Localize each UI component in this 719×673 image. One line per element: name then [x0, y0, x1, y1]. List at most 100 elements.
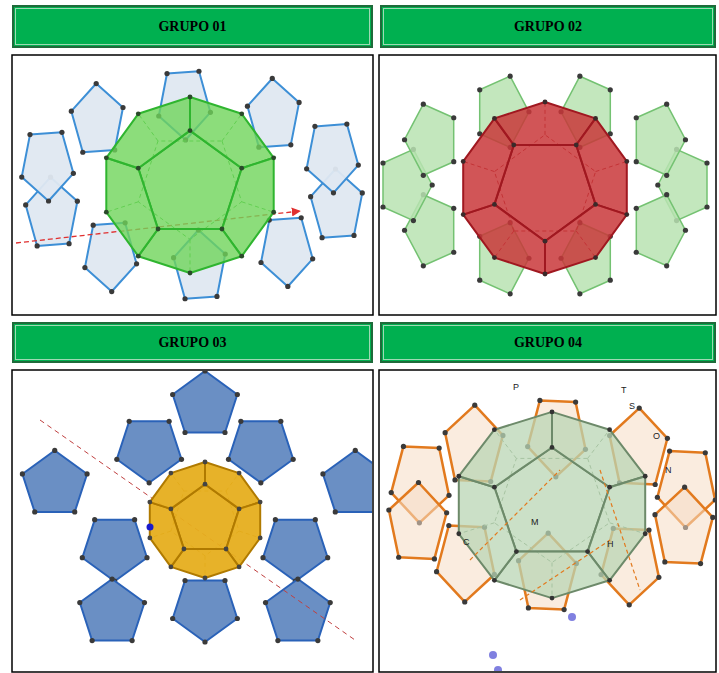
hidden-edge — [470, 470, 560, 560]
axis-line — [40, 420, 355, 640]
net-face — [389, 483, 447, 559]
net-face — [636, 195, 685, 266]
net-face — [229, 421, 294, 483]
vertex-dot — [443, 430, 448, 435]
vertex-dot — [607, 485, 612, 490]
group-title: GRUPO 04 — [514, 335, 582, 351]
vertex-dot — [91, 223, 96, 228]
vertex-dot — [550, 445, 555, 450]
vertex-dot — [325, 555, 330, 560]
vertex-dot — [142, 600, 147, 605]
vertex-dot — [396, 555, 401, 560]
vertex-dot — [295, 576, 300, 581]
vertex-dot — [577, 74, 582, 79]
vertex-dot — [430, 182, 435, 187]
vertex-dot — [147, 536, 152, 541]
vertex-dot — [421, 173, 426, 178]
vertex-dot — [69, 109, 74, 114]
vertex-dot — [489, 651, 497, 659]
vertex-dot — [585, 549, 590, 554]
point-label: P — [512, 383, 520, 392]
vertex-dot — [492, 578, 497, 583]
dodecahedron-face — [190, 97, 274, 168]
dodecahedron-face — [150, 462, 205, 509]
vertex-dot — [704, 204, 709, 209]
vertex-dot — [451, 206, 456, 211]
panel-frame — [379, 370, 716, 672]
vertex-dot — [169, 471, 174, 476]
dodecahedron-face — [150, 502, 184, 567]
vertex-dot — [703, 450, 708, 455]
vertex-dot — [237, 565, 242, 570]
group-one-figure — [16, 69, 365, 302]
vertex-dot — [239, 111, 244, 116]
point-label: S — [628, 402, 636, 411]
vertex-dot — [508, 74, 513, 79]
vertex-dot — [446, 493, 451, 498]
vertex-dot — [655, 495, 660, 500]
vertex-dot — [304, 166, 309, 171]
vertex-dot — [134, 261, 139, 266]
vertex-dot — [170, 392, 175, 397]
vertex-dot — [360, 190, 365, 195]
vertex-dot — [167, 419, 172, 424]
vertex-dot — [310, 256, 315, 261]
vertex-dot — [627, 602, 632, 607]
vertex-dot — [82, 265, 87, 270]
vertex-dot — [147, 480, 152, 485]
vertex-dot — [275, 638, 280, 643]
vertex-dot — [313, 517, 318, 522]
vertex-dot — [202, 639, 207, 644]
vertex-dot — [446, 523, 451, 528]
net-face — [173, 371, 238, 433]
vertex-dot — [299, 215, 304, 220]
vertex-dot — [543, 272, 548, 277]
vertex-dot — [411, 218, 416, 223]
vertex-dot — [550, 410, 555, 415]
vertex-dot — [239, 166, 244, 171]
vertex-dot — [402, 137, 407, 142]
vertex-dot — [386, 507, 391, 512]
vertex-dot — [52, 448, 57, 453]
vertex-dot — [665, 436, 670, 441]
vertex-dot — [258, 500, 263, 505]
vertex-dot — [550, 596, 555, 601]
vertex-dot — [655, 182, 660, 187]
point-label: H — [606, 540, 615, 549]
vertex-dot — [333, 509, 338, 514]
dodecahedron-face — [545, 204, 627, 274]
vertex-dot — [351, 233, 356, 238]
vertex-dot — [462, 599, 467, 604]
dodecahedron-face — [459, 476, 517, 580]
vertex-dot — [170, 616, 175, 621]
group-three-figure — [20, 371, 372, 645]
vertex-dot — [258, 480, 263, 485]
panel-frame — [379, 55, 716, 315]
vertex-dot — [156, 227, 161, 232]
vertex-dot — [66, 241, 71, 246]
group-title: GRUPO 02 — [514, 19, 582, 35]
vertex-dot — [220, 227, 225, 232]
vertex-dot — [90, 638, 95, 643]
vertex-dot — [136, 111, 141, 116]
vertex-dot — [472, 403, 477, 408]
vertex-dot — [624, 159, 629, 164]
vertex-dot — [35, 243, 40, 248]
vertex-dot — [451, 115, 456, 120]
vertex-dot — [245, 104, 250, 109]
dodecahedron-face — [106, 158, 158, 256]
vertex-dot — [136, 254, 141, 259]
vertex-dot — [477, 87, 482, 92]
vertex-dot — [182, 430, 187, 435]
vertex-dot — [291, 457, 296, 462]
vertex-dot — [331, 190, 336, 195]
vertex-dot — [416, 480, 421, 485]
vertex-dot — [526, 605, 531, 610]
vertex-dot — [456, 531, 461, 536]
vertex-dot — [664, 173, 669, 178]
vertex-dot — [353, 448, 358, 453]
vertex-dot — [94, 81, 99, 86]
group-two-figure — [380, 74, 709, 297]
vertex-dot — [127, 419, 132, 424]
